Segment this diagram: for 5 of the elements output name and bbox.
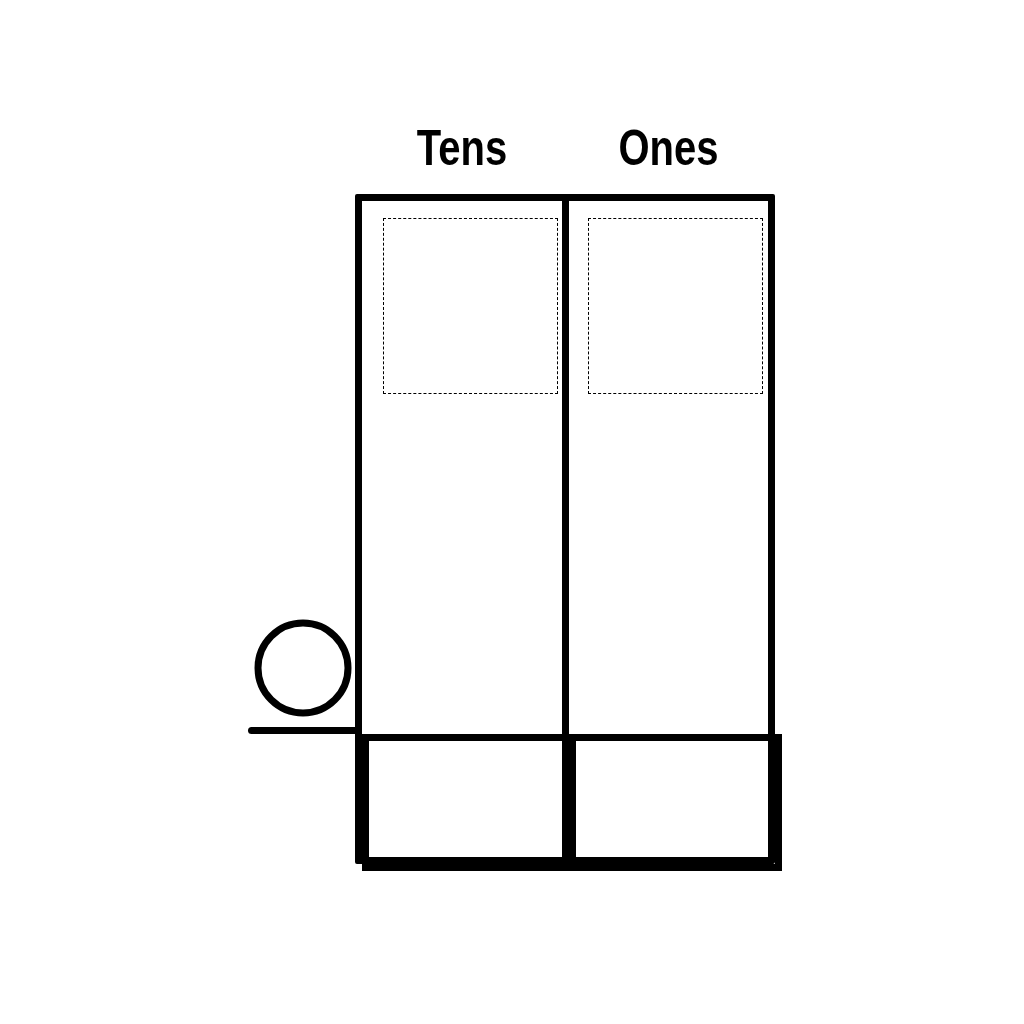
column-heading: Ones: [617, 119, 720, 177]
circle-symbol: [254, 619, 352, 717]
dashed-answer-box: [383, 218, 558, 394]
dashed-answer-box: [588, 218, 763, 394]
column-heading: Tens: [415, 119, 509, 177]
